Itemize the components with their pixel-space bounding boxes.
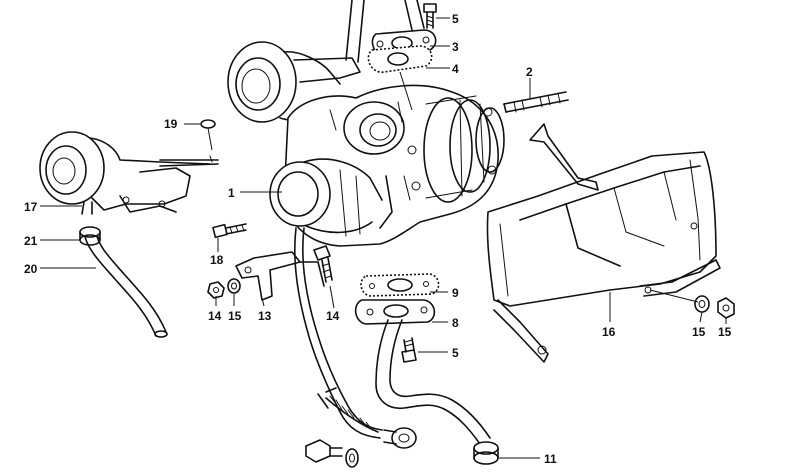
bolt-top	[423, 3, 437, 29]
heat-shield	[486, 123, 721, 363]
callout-16: 16	[602, 325, 616, 339]
washer-15-right	[694, 295, 710, 313]
callout-8: 8	[452, 316, 459, 330]
sealing-washer	[345, 448, 359, 468]
nut-14-right	[717, 297, 735, 319]
callout-labels: 5 3 4 2 19 1 17 21 20 18 14 15 13 14 9 8…	[24, 12, 732, 466]
callout-3: 3	[452, 40, 459, 54]
bolt-18	[212, 223, 247, 239]
hose	[83, 231, 168, 338]
callout-12: 13	[258, 309, 272, 323]
oil-return-pipe	[375, 319, 499, 465]
callout-2: 2	[526, 65, 533, 79]
callout-5-bottom: 5	[452, 346, 459, 360]
bolt-13	[299, 245, 333, 287]
callout-5-top: 5	[452, 12, 459, 26]
callout-21: 21	[24, 234, 38, 248]
circlip	[200, 119, 216, 151]
callout-14-right: 15	[718, 325, 732, 339]
callout-17: 17	[24, 200, 38, 214]
callout-15-right: 15	[692, 325, 706, 339]
banjo-bolt	[305, 439, 343, 463]
callout-20: 20	[24, 262, 38, 276]
leader-lines	[40, 17, 727, 459]
callout-19: 19	[164, 117, 178, 131]
top-flange-gaskets	[367, 3, 437, 111]
hose-clamp	[79, 226, 101, 246]
callout-9: 9	[452, 286, 459, 300]
callout-18: 18	[210, 253, 224, 267]
callout-11: 11	[544, 452, 557, 466]
callout-14-left: 14	[208, 309, 222, 323]
washer-15-left	[227, 278, 241, 294]
stud	[503, 91, 569, 113]
callout-15-left: 15	[228, 309, 242, 323]
callout-4: 4	[452, 62, 459, 76]
bracket-12	[235, 251, 301, 301]
wastegate-actuator	[39, 131, 219, 215]
oil-return-gasket	[360, 273, 440, 297]
callout-1: 1	[228, 186, 235, 200]
callout-13: 14	[326, 309, 340, 323]
bolt-lower	[401, 337, 417, 363]
nut-14-left	[207, 281, 225, 299]
oil-feed-line	[293, 227, 417, 449]
gasket-top	[367, 45, 433, 73]
turbocharger	[227, 0, 505, 247]
oil-return-flange	[354, 299, 436, 325]
